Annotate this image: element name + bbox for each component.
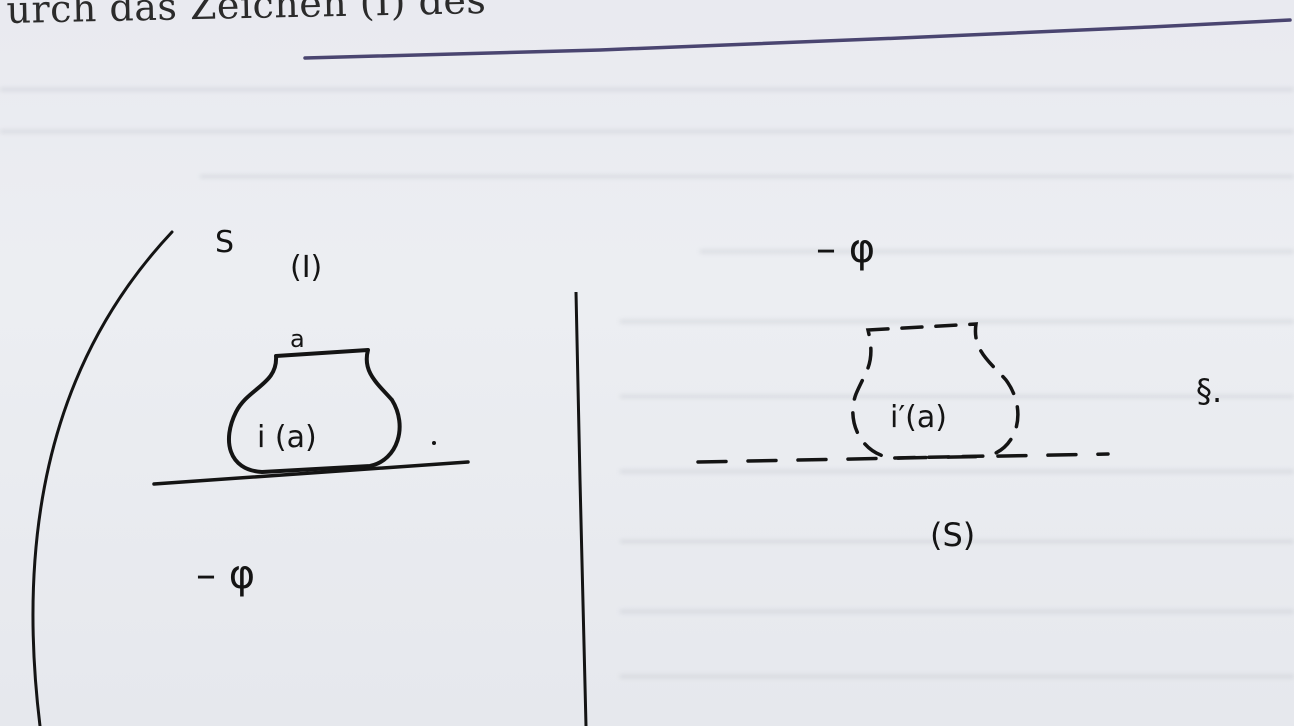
- label-s: S: [215, 225, 234, 260]
- pen-underline: [303, 18, 1292, 60]
- pot-label-right: i′(a): [890, 400, 947, 435]
- label-sign-i: (I): [290, 250, 322, 285]
- label-a: a: [290, 325, 305, 353]
- pen-dot: [432, 441, 436, 445]
- bleed-through-line: [620, 610, 1294, 613]
- bleed-through-line: [620, 395, 1294, 398]
- vertical-divider: [574, 291, 588, 726]
- bleed-through-line: [700, 250, 1294, 253]
- bleed-through-line: [620, 320, 1294, 323]
- bleed-through-line: [200, 175, 1294, 178]
- bleed-through-line: [620, 470, 1294, 473]
- bleed-through-line: [620, 540, 1294, 543]
- ground-line: [152, 460, 470, 486]
- bleed-through-line: [0, 130, 1294, 133]
- section-mark: §.: [1196, 372, 1222, 410]
- minus-phi-left: – φ: [196, 552, 255, 598]
- ground-line-dashed: [696, 452, 1110, 464]
- pot-outline: [227, 348, 402, 474]
- label-s-sign: (S): [930, 516, 975, 554]
- pot-label-left: i (a): [257, 420, 317, 455]
- left-arc: [31, 230, 174, 726]
- pot-outline-dashed: [851, 322, 1020, 460]
- bleed-through-line: [0, 88, 1294, 91]
- minus-phi-right: – φ: [816, 226, 875, 272]
- bleed-through-line: [620, 675, 1294, 678]
